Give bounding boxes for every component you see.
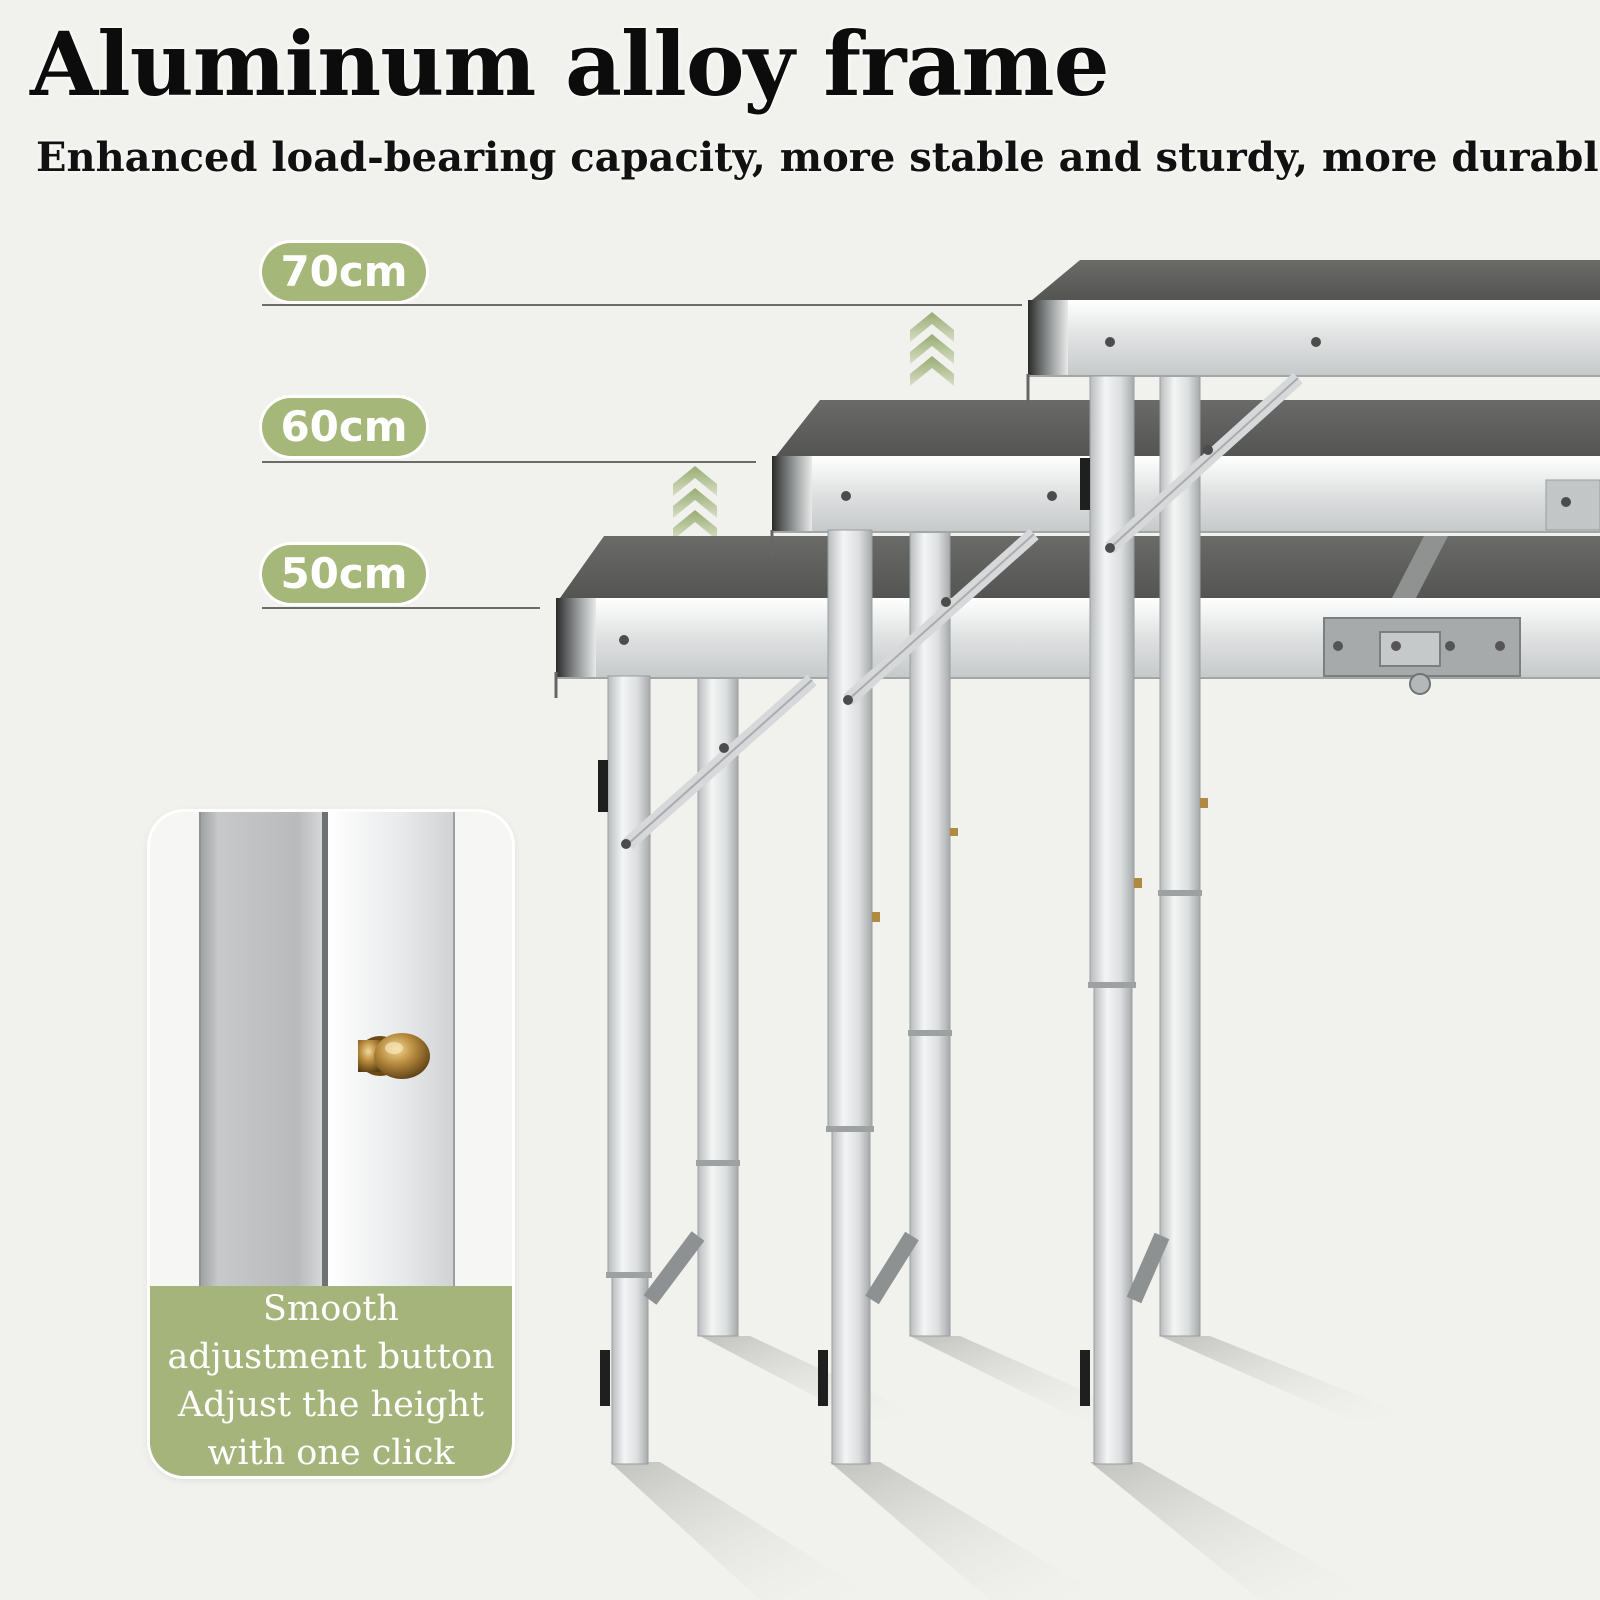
adjustment-button-closeup: Smooth adjustment button Adjust the heig…	[150, 812, 512, 1476]
height-guide-lines	[262, 304, 1022, 609]
table-50cm	[554, 536, 1600, 1465]
height-label-50cm: 50cm	[262, 545, 426, 603]
raise-arrow-icon	[910, 312, 954, 386]
table-70cm	[1026, 260, 1600, 1465]
height-label-60cm: 60cm	[262, 398, 426, 456]
subheadline: Enhanced load-bearing capacity, more sta…	[36, 134, 1600, 181]
brass-button-icon	[358, 1033, 430, 1079]
inset-caption: Smooth adjustment button Adjust the heig…	[150, 1286, 512, 1476]
headline: Aluminum alloy frame	[30, 12, 1110, 116]
raise-arrow-icon	[673, 466, 717, 540]
floor-shadows	[610, 1336, 1420, 1600]
height-label-70cm: 70cm	[262, 243, 426, 301]
